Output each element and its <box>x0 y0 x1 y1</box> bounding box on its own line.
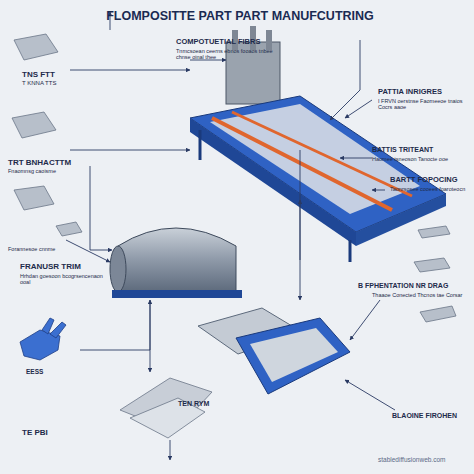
step-heading: TNS FTT <box>22 70 92 79</box>
curing-drum <box>110 228 242 298</box>
step-heading: COMPOTUETIAL FIBRS <box>176 38 296 47</box>
step-heading: B FPHENTATION NR DRAG <box>358 282 472 290</box>
step-heading: BLAOINE FIROHEN <box>392 412 472 420</box>
mould-tray <box>198 308 350 394</box>
step-heading: FRANUSR TRIM <box>20 262 110 271</box>
fiber-bundle <box>120 378 212 438</box>
step-note: Forannesoe cnnme <box>8 246 88 252</box>
glove-icon <box>20 318 66 360</box>
layup-machine <box>190 26 446 262</box>
step-heading: EESS <box>26 368 76 375</box>
step-heading: TE PBI <box>22 428 82 437</box>
diagram-title: FLOMPOSITTE PART PART MANUFCUTRING <box>70 9 410 23</box>
step-note: Fnaomnsg caoisme <box>8 168 88 174</box>
step-heading: BARTT FOPOCING <box>390 176 474 185</box>
step-note: Thaaoe Conected Thcnos tae Corsar <box>372 292 467 298</box>
step-heading: BATTIS TRITEANT <box>372 146 472 154</box>
leader-arrow <box>66 12 395 460</box>
watermark: stablediffusionweb.com <box>378 456 474 463</box>
step-note: Haomee tsneoson Tanocte ooe <box>372 156 467 162</box>
step-note: Hrhdan goesoon bcogrsencenaon ooal <box>20 273 110 286</box>
step-note: Tnmcsoean ceerns ebnos fooaos tnbee chns… <box>176 48 286 61</box>
step-note: Taonrsosee cooees foaroteocn <box>390 186 472 192</box>
fabric-swatch <box>12 34 82 236</box>
part-pad <box>414 226 456 322</box>
step-heading: TRT BNHACTTM <box>8 158 98 167</box>
step-heading: TEN RYM <box>178 400 238 408</box>
step-heading: PATTIA INRIGRES <box>378 88 468 97</box>
step-note: T KNNA TTS <box>22 80 92 87</box>
step-note: I FRVN oerstnse Faomeeoe tnaios Cocrs aa… <box>378 98 466 111</box>
